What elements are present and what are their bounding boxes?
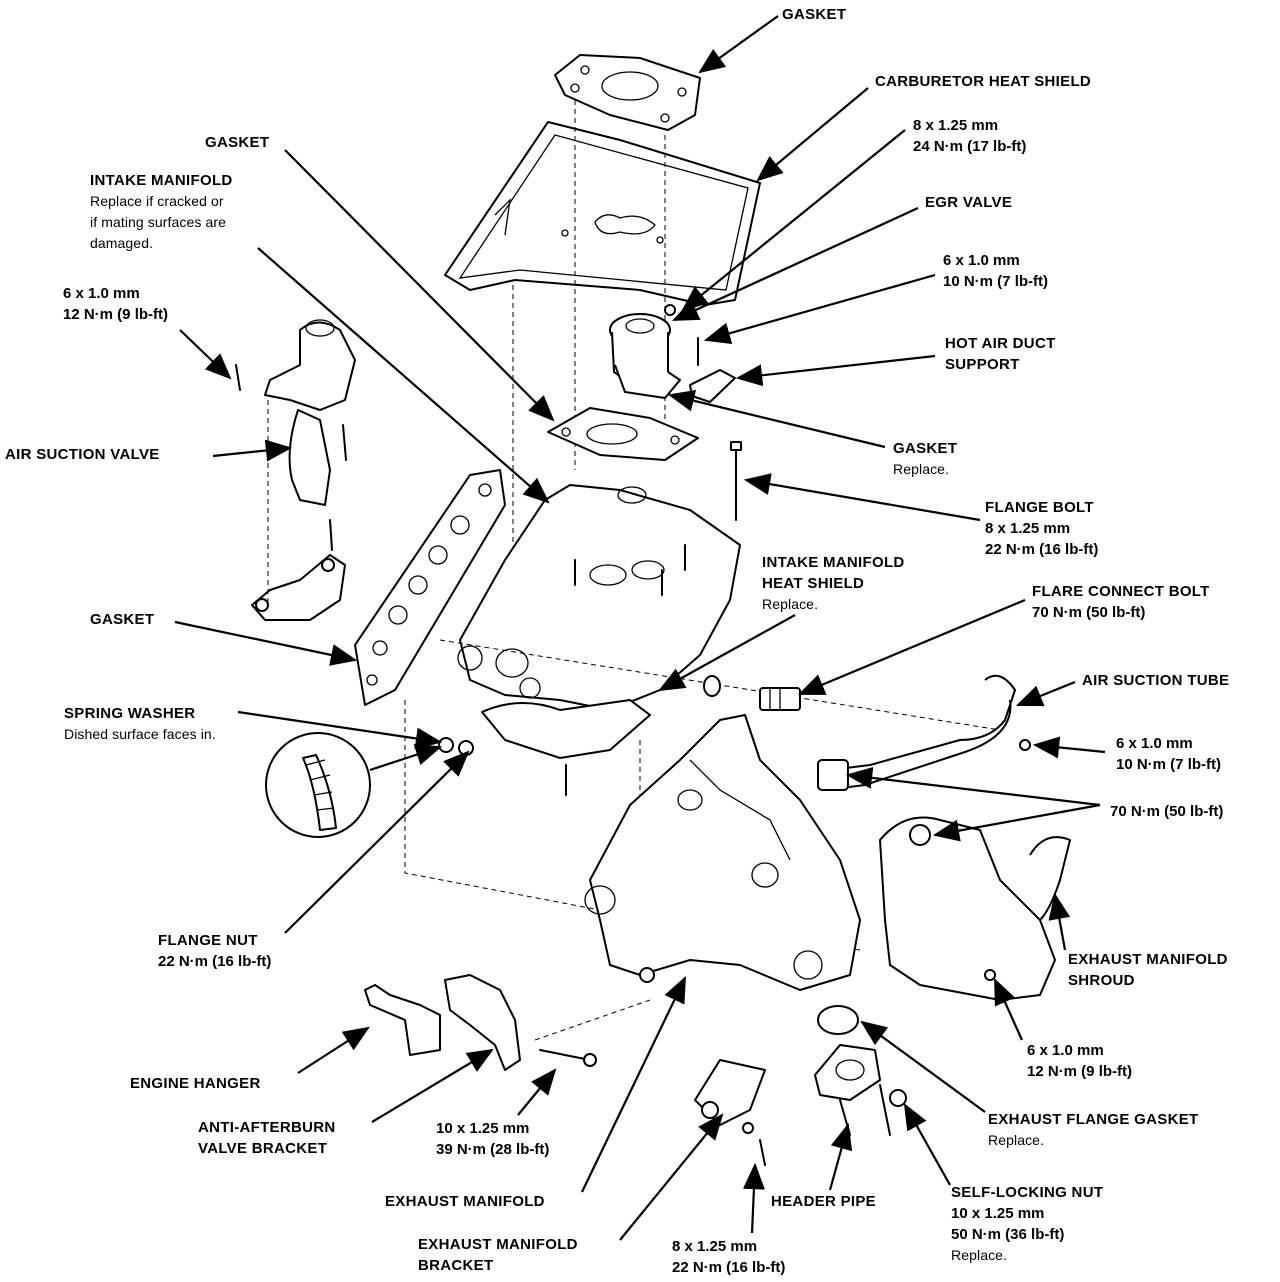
exhaust-manifold-shroud-part <box>879 816 1071 1001</box>
engine-hanger-part <box>364 984 441 1056</box>
label-exh-bracket-bolt-spec: 8 x 1.25 mm 22 N·m (16 lb-ft) <box>672 1238 786 1276</box>
leader-lines <box>174 15 1106 1241</box>
label-spring-washer: SPRING WASHER Dished surface faces in. <box>64 705 216 742</box>
intake-heat-shield-part <box>481 699 651 796</box>
intake-gasket-left-part <box>354 469 506 706</box>
label-intake-manifold: INTAKE MANIFOLD Replace if cracked or if… <box>90 172 233 251</box>
label-exhaust-manifold-shroud: EXHAUST MANIFOLD SHROUD <box>1068 951 1228 989</box>
label-hot-air-duct-support: HOT AIR DUCT SUPPORT <box>945 335 1056 373</box>
label-tube-nut-torque: 70 N·m (50 lb-ft) <box>1110 803 1224 820</box>
label-self-locking-nut: SELF-LOCKING NUT 10 x 1.25 mm 50 N·m (36… <box>951 1184 1104 1263</box>
air-suction-valve-part <box>235 319 356 621</box>
label-gasket-left: GASKET <box>205 134 270 151</box>
label-bracket-bolt-spec: 10 x 1.25 mm 39 N·m (28 lb-ft) <box>436 1120 550 1158</box>
label-asv-bolt-spec: 6 x 1.0 mm 12 N·m (9 lb-ft) <box>63 285 168 323</box>
label-gasket-egr: GASKET Replace. <box>893 440 958 477</box>
label-tube-bolt-spec: 6 x 1.0 mm 10 N·m (7 lb-ft) <box>1116 735 1221 773</box>
label-exhaust-manifold-bracket: EXHAUST MANIFOLD BRACKET <box>418 1236 578 1274</box>
hot-air-duct-support-part <box>689 337 736 403</box>
label-egr-bolt-spec: 6 x 1.0 mm 10 N·m (7 lb-ft) <box>943 252 1048 290</box>
label-intake-manifold-heat-shield: INTAKE MANIFOLD HEAT SHIELD Replace. <box>762 554 905 612</box>
label-egr-valve: EGR VALVE <box>925 194 1013 211</box>
top-gasket-part <box>554 54 701 131</box>
label-flange-nut: FLANGE NUT 22 N·m (16 lb-ft) <box>158 932 272 970</box>
anti-afterburn-bracket-part <box>444 974 597 1071</box>
flange-bolt-part <box>730 441 742 521</box>
air-suction-tube-part <box>817 674 1031 791</box>
header-pipe-part <box>814 1005 907 1136</box>
flare-connect-bolt-part <box>703 675 801 711</box>
label-anti-afterburn-bracket: ANTI-AFTERBURN VALVE BRACKET <box>198 1119 336 1157</box>
egr-gasket-part <box>547 407 699 461</box>
label-exhaust-manifold: EXHAUST MANIFOLD <box>385 1193 545 1210</box>
label-gasket-mid: GASKET <box>90 611 155 628</box>
label-exhaust-flange-gasket: EXHAUST FLANGE GASKET Replace. <box>988 1111 1199 1148</box>
egr-valve-part <box>609 304 681 399</box>
label-flare-connect-bolt: FLARE CONNECT BOLT 70 N·m (50 lb-ft) <box>1032 583 1210 621</box>
intake-manifold-part <box>457 484 741 711</box>
label-header-pipe: HEADER PIPE <box>771 1193 876 1210</box>
label-shroud-bolt-spec: 6 x 1.0 mm 12 N·m (9 lb-ft) <box>1027 1042 1132 1080</box>
label-carb-bolt-spec: 8 x 1.25 mm 24 N·m (17 lb-ft) <box>913 117 1027 155</box>
label-air-suction-tube: AIR SUCTION TUBE <box>1082 672 1230 689</box>
carburetor-heat-shield-part <box>444 121 761 306</box>
label-flange-bolt: FLANGE BOLT 8 x 1.25 mm 22 N·m (16 lb-ft… <box>985 499 1099 558</box>
label-air-suction-valve: AIR SUCTION VALVE <box>5 446 160 463</box>
label-engine-hanger: ENGINE HANGER <box>130 1075 261 1092</box>
label-carburetor-heat-shield: CARBURETOR HEAT SHIELD <box>875 73 1092 90</box>
exhaust-manifold-bracket-part <box>694 1059 766 1166</box>
label-gasket-top: GASKET <box>782 6 847 23</box>
exhaust-manifold-part <box>584 714 861 991</box>
spring-washer-detail-inset <box>265 732 371 838</box>
